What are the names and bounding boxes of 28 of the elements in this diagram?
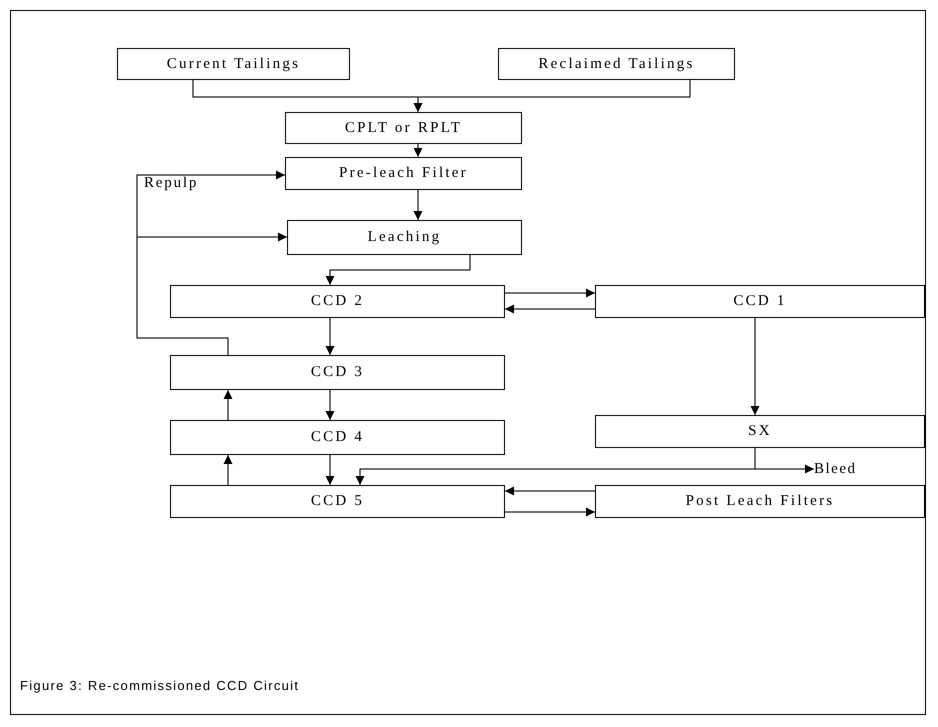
process-box: Current Tailings — [117, 48, 350, 80]
process-box: Reclaimed Tailings — [498, 48, 735, 80]
process-box: CCD 4 — [170, 420, 505, 455]
arrow — [326, 454, 334, 486]
process-box: SX — [595, 415, 925, 448]
arrow — [326, 318, 334, 356]
process-box: Post Leach Filters — [595, 485, 925, 518]
arrow — [414, 190, 422, 220]
arrow — [224, 390, 232, 420]
output-label: Bleed — [814, 459, 874, 479]
caption: Figure 3: Re-commissioned CCD Circuit — [20, 677, 300, 695]
process-box: Pre-leach Filter — [285, 157, 522, 190]
arrow — [326, 390, 334, 420]
arrow — [414, 80, 690, 112]
arrow — [504, 508, 596, 516]
arrow — [326, 254, 470, 286]
process-box: CPLT or RPLT — [285, 112, 522, 144]
arrow — [504, 288, 596, 298]
process-box: CCD 3 — [170, 355, 505, 390]
arrow — [504, 304, 596, 314]
process-box: CCD 1 — [595, 285, 925, 318]
arrow — [750, 318, 760, 416]
arrow — [504, 486, 596, 496]
process-box: Leaching — [287, 220, 522, 255]
process-box: CCD 2 — [170, 285, 505, 318]
arrow — [224, 454, 232, 486]
process-box: CCD 5 — [170, 485, 505, 518]
arrow — [414, 144, 422, 158]
